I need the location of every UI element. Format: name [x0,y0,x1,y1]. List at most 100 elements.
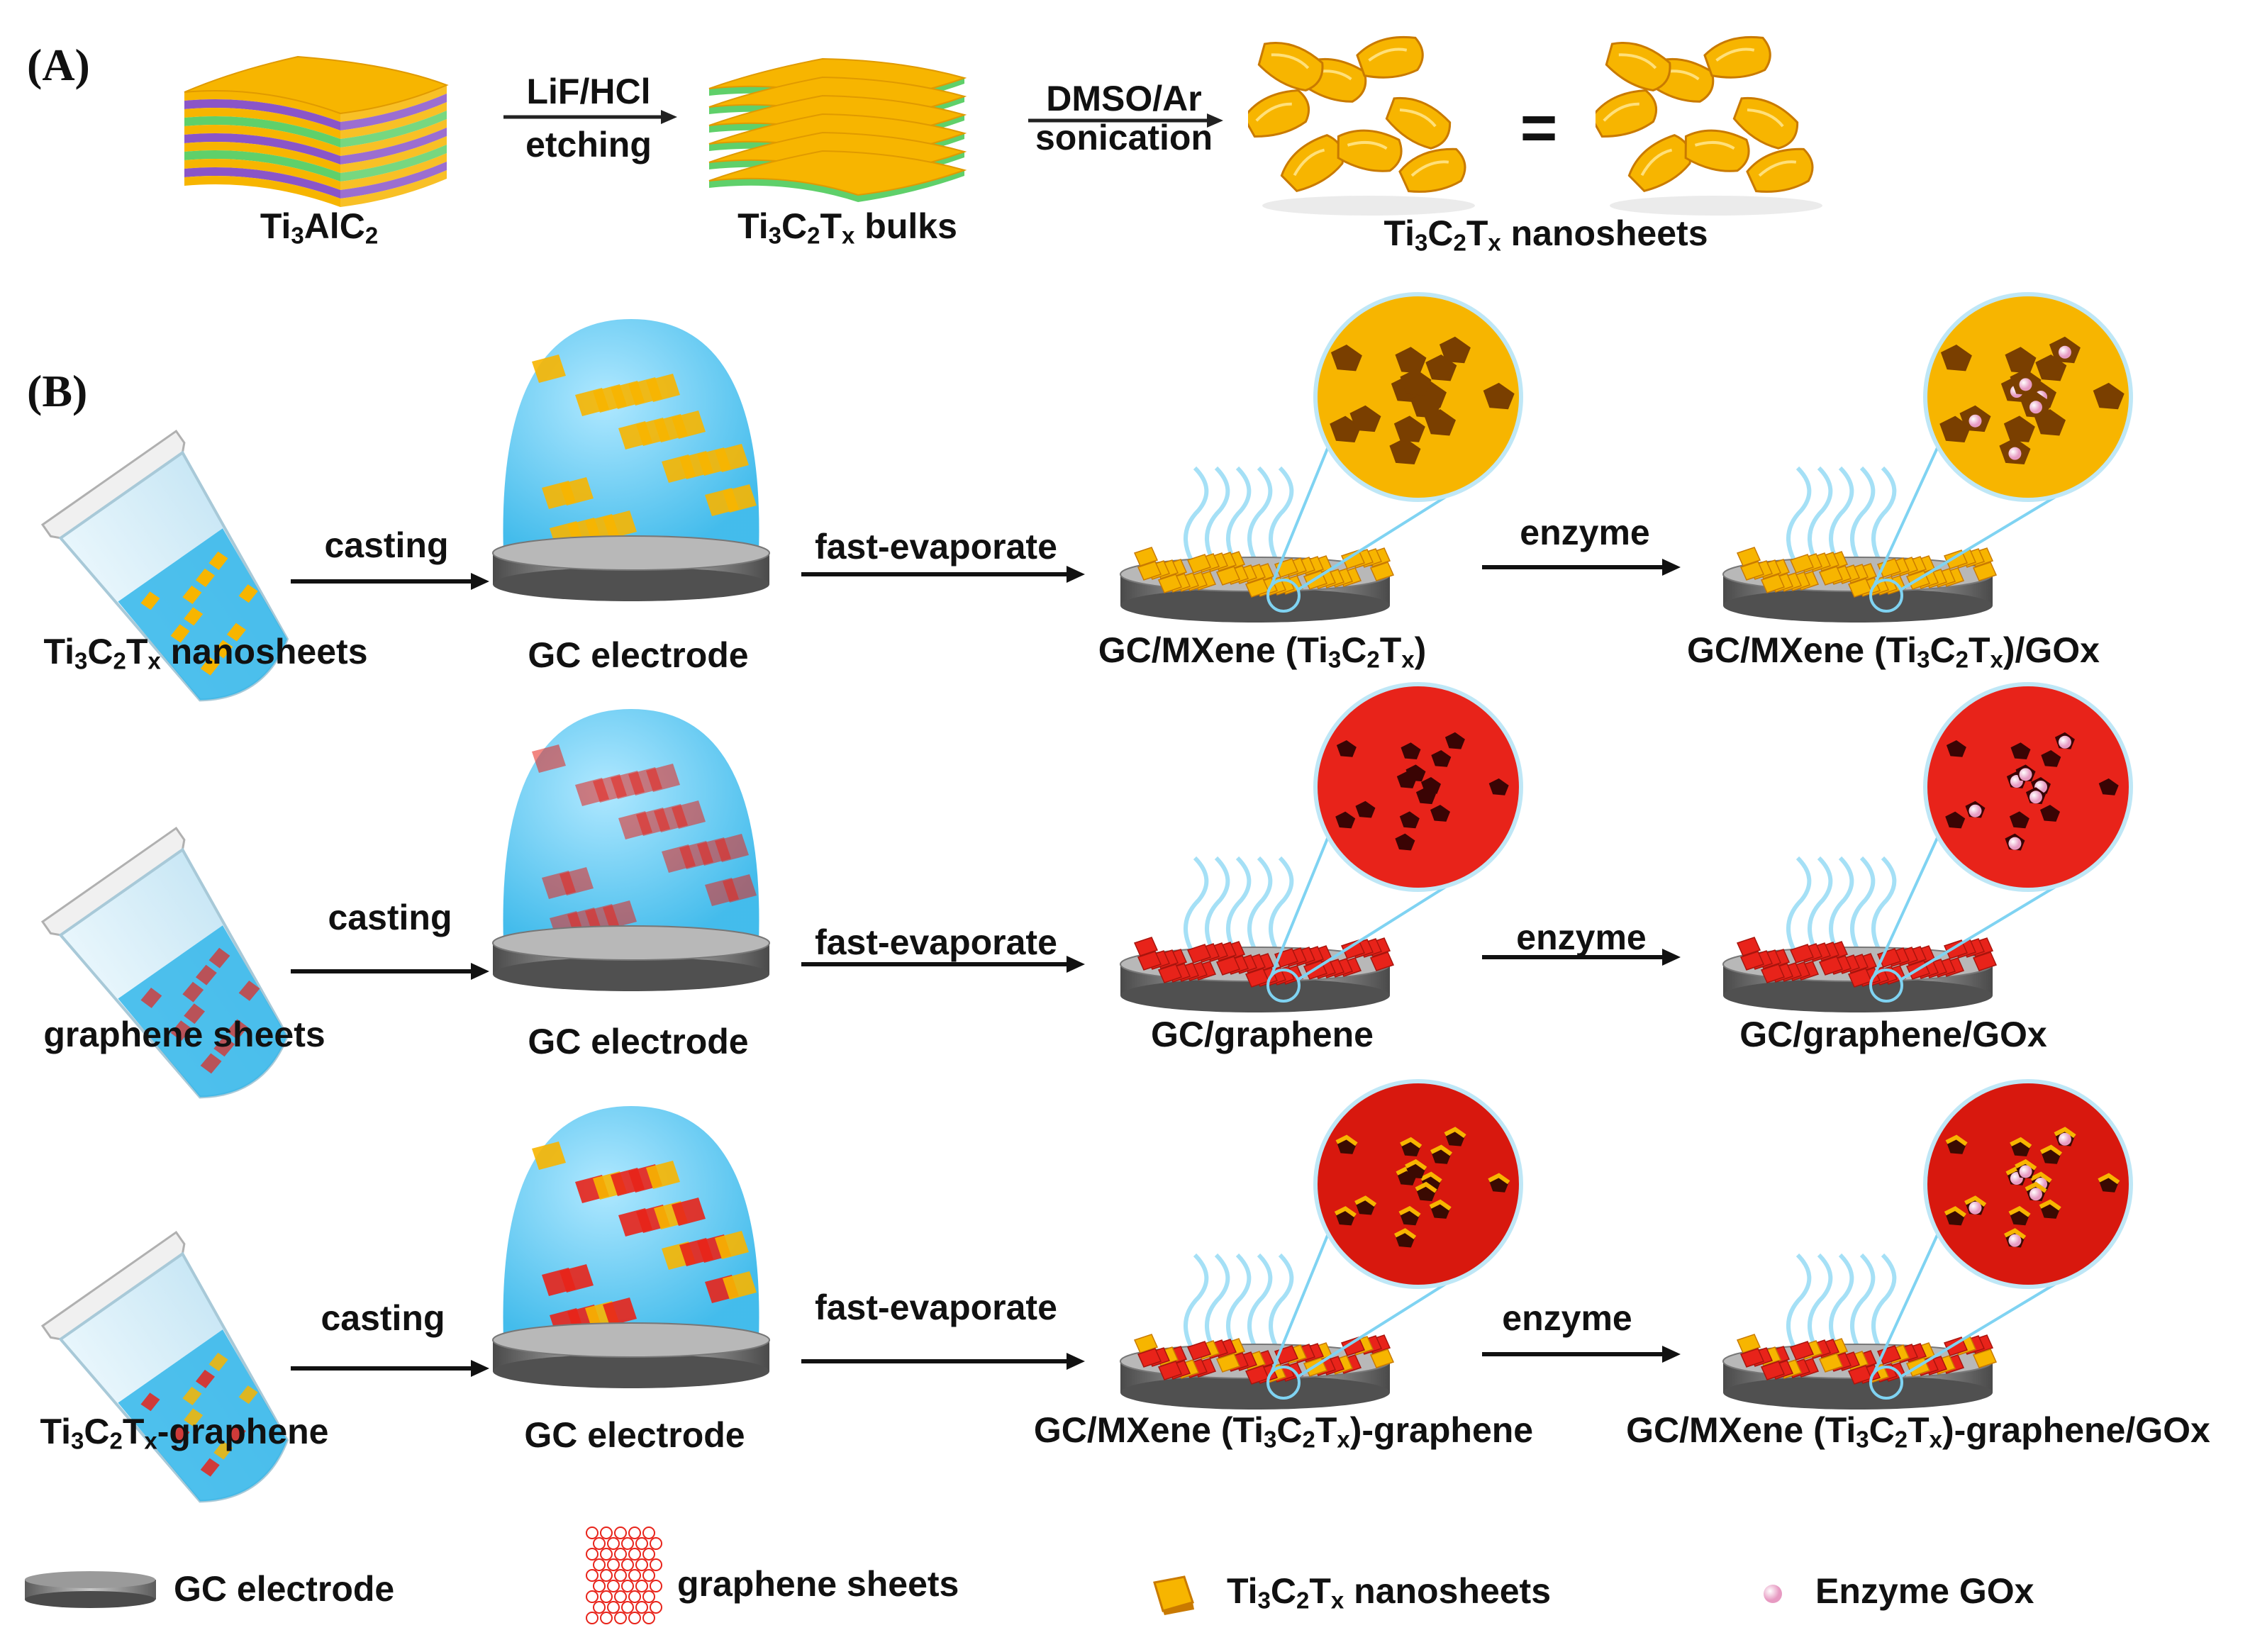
label-text: C [87,632,113,671]
label-text: T [1379,630,1402,670]
row2-film-label: GC/graphene [1064,1014,1461,1055]
row3-step-casting: casting [321,1298,445,1338]
label-text: T [1908,1410,1930,1450]
row1-step-enzyme: enzyme [1520,513,1650,552]
row1-gc-electrode-label: GC electrode [528,635,749,675]
label-text: C [1341,630,1367,670]
subscript: x [842,222,855,249]
row3-step-evaporate: fast-evaporate [815,1288,1057,1327]
label-text: Ti [1227,1571,1258,1611]
subscript: x [1401,646,1415,673]
subscript: 2 [1955,646,1969,673]
legend-graphene-label: graphene sheets [677,1563,959,1604]
subscript: 3 [74,647,88,674]
legend-mxene-label: Ti3C2Tx nanosheets [1227,1570,1551,1614]
label-text: Ti [1383,213,1415,253]
row2-step-casting: casting [328,898,452,937]
label-text: )-graphene/GOx [1942,1410,2210,1450]
label-text: )/GOx [2003,630,2100,670]
row-1-graphics [40,292,2133,702]
label-text: Ti [737,206,769,246]
subscript: 3 [1415,229,1428,256]
row2-step-evaporate: fast-evaporate [815,922,1057,962]
label-text: GC/graphene [1151,1015,1374,1054]
mxene-nanosheets-cluster-2 [1596,35,1822,216]
label-text: Ti [40,1412,72,1451]
subscript: 2 [1894,1426,1908,1453]
subscript: 2 [1453,229,1466,256]
row3-final-label: GC/MXene (Ti3C2Tx)-graphene/GOx [1588,1410,2248,1453]
row1-film-label: GC/MXene (Ti3C2Tx) [1064,630,1461,673]
step-etching-bottom: etching [525,125,652,164]
panel-b-letter: (B) [27,366,88,416]
label-text: T [1968,630,1990,670]
subscript: x [1990,646,2003,673]
arrow-sonication [1028,113,1223,128]
subscript: x [1488,229,1501,256]
row1-step-evaporate: fast-evaporate [815,527,1057,567]
subscript: 2 [113,647,126,674]
row1-start-label: Ti3C2Tx nanosheets [14,631,397,674]
label-text: nanosheets [160,632,368,671]
arrow-etching [503,110,677,124]
row1-step-casting: casting [324,525,449,565]
label-text: T [122,1412,145,1451]
row2-final-label: GC/graphene/GOx [1624,1014,2163,1055]
label-text: C [1270,1571,1296,1611]
label-text: C [1869,1410,1895,1450]
label-text: nanosheets [1344,1571,1552,1611]
equals-sign: = [1520,93,1558,164]
row3-start-label: Ti3C2Tx-graphene [7,1411,362,1454]
row1-final-label: GC/MXene (Ti3C2Tx)/GOx [1624,630,2163,673]
mxene-nanosheets-cluster-1 [1248,35,1475,216]
label-text: C [781,206,808,246]
row2-step-enzyme: enzyme [1516,917,1647,957]
label-text: C [84,1412,110,1451]
row2-start-label: graphene sheets [14,1014,355,1055]
label-text: T [1466,213,1488,253]
subscript: 2 [1366,646,1380,673]
ti3c2tx-bulks-label: Ti3C2Tx bulks [681,206,1014,249]
label-text: graphene sheets [677,1564,959,1604]
row-2-graphics [40,682,2133,1099]
gc-electrode-icon [25,1571,156,1608]
subscript: x [144,1427,157,1454]
label-text: Enzyme GOx [1815,1571,2034,1611]
panel-a-letter: (A) [27,40,90,90]
label-text: )-graphene [1349,1410,1534,1450]
subscript: 3 [1327,646,1342,673]
label-text: GC/MXene (Ti [1033,1410,1264,1450]
subscript: x [1337,1426,1350,1453]
label-text: AlC [304,206,365,246]
subscript: 2 [1302,1426,1315,1453]
subscript: x [1330,1587,1344,1614]
label-text: GC/MXene (Ti [1098,630,1328,670]
label-text: bulks [854,206,957,246]
label-text: C [1276,1410,1303,1450]
subscript: x [147,647,161,674]
label-text: Ti [260,206,291,246]
row3-film-label: GC/MXene (Ti3C2Tx)-graphene [1000,1410,1567,1453]
label-text: T [126,632,148,671]
subscript: 3 [1917,646,1930,673]
label-text: GC/graphene/GOx [1739,1015,2047,1054]
step-etching-top: LiF/HCl [526,72,651,111]
subscript: 2 [1296,1587,1310,1614]
label-text: C [1427,213,1454,253]
mxene-bulk-icon [708,57,967,202]
subscript: x [1929,1426,1942,1453]
subscript: 3 [1264,1426,1277,1453]
label-text: ) [1414,630,1427,670]
label-text: GC/MXene (Ti [1626,1410,1856,1450]
graphene-sheet-icon [586,1527,662,1624]
label-text: Ti [43,632,75,671]
subscript: 3 [71,1427,84,1454]
label-text: -graphene [157,1412,329,1451]
ti3c2tx-nanosheets-label: Ti3C2Tx nanosheets [1333,213,1759,256]
subscript: 3 [291,222,304,249]
label-text: GC electrode [174,1569,395,1609]
enzyme-gox-icon [1764,1585,1782,1603]
max-phase-block-icon [184,55,449,207]
label-text: C [1930,630,1956,670]
label-text: GC/MXene (Ti [1687,630,1917,670]
